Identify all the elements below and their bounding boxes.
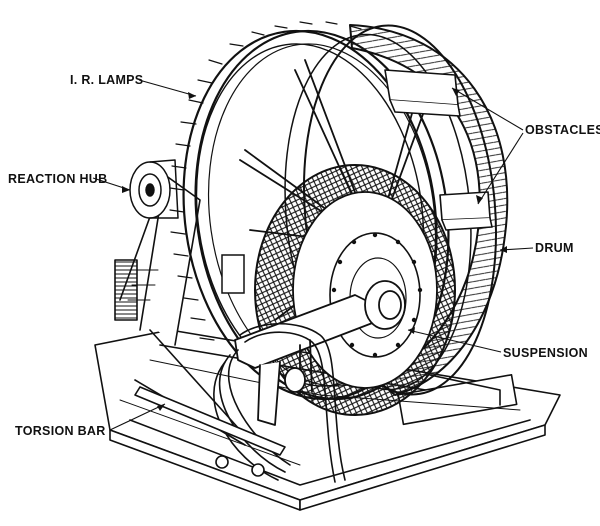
leader-suspension (407, 329, 502, 353)
test-tire (254, 164, 456, 416)
leader-torsion-bar (109, 403, 166, 431)
label-ir-lamps: I. R. LAMPS (70, 73, 144, 87)
leader-lines (92, 79, 534, 431)
ir-lamp-box (221, 254, 245, 294)
label-reaction-hub: REACTION HUB (8, 172, 108, 186)
label-obstacles: OBSTACLES (525, 123, 600, 137)
label-torsion-bar: TORSION BAR (15, 424, 106, 438)
leader-obstacles-top (451, 87, 524, 131)
label-suspension: SUSPENSION (503, 346, 588, 360)
ir-lamp-rungs (169, 21, 362, 341)
suspension-arm (234, 280, 406, 426)
leader-obstacles-bottom (477, 132, 524, 205)
leader-ir-lamps (138, 79, 197, 97)
torsion-bar (134, 386, 286, 477)
label-drum: DRUM (535, 241, 574, 255)
leader-arrowheads (122, 88, 507, 411)
